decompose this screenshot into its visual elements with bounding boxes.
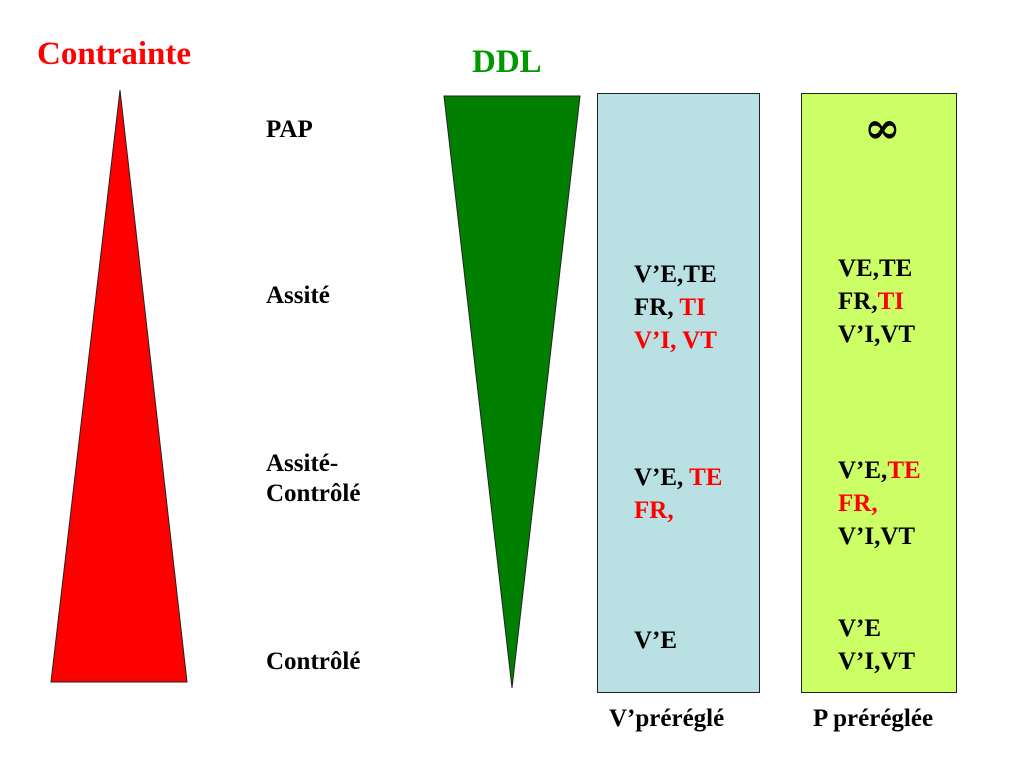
- v-preregle-column: V’E,TE FR, TI V’I, VT V’E, TE FR, V’E: [597, 93, 760, 693]
- contrainte-title: Contrainte: [37, 36, 191, 72]
- mode-label-controle: Contrôlé: [266, 648, 361, 675]
- p-preregle-column: ∞ VE,TE FR,TI V’I,VT V’E,TE FR, V’I,VT V…: [801, 93, 957, 693]
- v-cell-assite: V’E,TE FR, TI V’I, VT: [634, 258, 717, 357]
- cell-line-red: V’I, VT: [634, 327, 717, 354]
- p-cell-assite: VE,TE FR,TI V’I,VT: [838, 252, 915, 351]
- mode-label-line: Assité-: [266, 450, 339, 477]
- cell-line: V’E: [838, 615, 882, 642]
- v-cell-assite-controle: V’E, TE FR,: [634, 461, 722, 527]
- cell-line-red: FR,: [634, 497, 674, 524]
- v-cell-controle: V’E: [634, 624, 677, 657]
- mode-label-assite-controle: Assité- Contrôlé: [266, 449, 360, 509]
- cell-line: V’I,VT: [838, 321, 916, 348]
- cell-line-red: FR,: [838, 490, 878, 517]
- cell-line: V’I,VT: [838, 523, 916, 550]
- p-cell-assite-controle: V’E,TE FR, V’I,VT: [838, 454, 921, 553]
- cell-line: FR,TI: [838, 285, 915, 318]
- cell-line: V’E: [634, 627, 678, 654]
- cell-text: FR,: [838, 288, 878, 315]
- cell-line: V’I,VT: [838, 648, 916, 675]
- cell-text-red: TI: [679, 294, 706, 321]
- cell-text-red: TE: [689, 464, 723, 491]
- p-preregle-label: P préréglée: [813, 705, 934, 732]
- cell-text: V’E,: [634, 464, 690, 491]
- mode-label-assite: Assité: [266, 282, 330, 309]
- v-preregle-label: V’préréglé: [609, 705, 725, 732]
- ddl-title: DDL: [472, 44, 542, 80]
- cell-line: V’E,TE: [838, 454, 921, 487]
- cell-line: FR, TI: [634, 291, 717, 324]
- contrainte-triangle: [50, 89, 188, 683]
- cell-text-red: TE: [887, 457, 921, 484]
- mode-label-pap: PAP: [266, 116, 313, 143]
- mode-label-line: Contrôlé: [266, 480, 361, 507]
- cell-text: FR,: [634, 294, 680, 321]
- cell-text-red: TI: [877, 288, 904, 315]
- cell-line: VE,TE: [838, 255, 913, 282]
- cell-line: V’E,TE: [634, 261, 717, 288]
- cell-line: V’E, TE: [634, 461, 722, 494]
- infinity-symbol: ∞: [864, 103, 901, 154]
- ddl-triangle: [443, 95, 581, 689]
- p-cell-controle: V’E V’I,VT: [838, 612, 915, 678]
- cell-text: V’E,: [838, 457, 888, 484]
